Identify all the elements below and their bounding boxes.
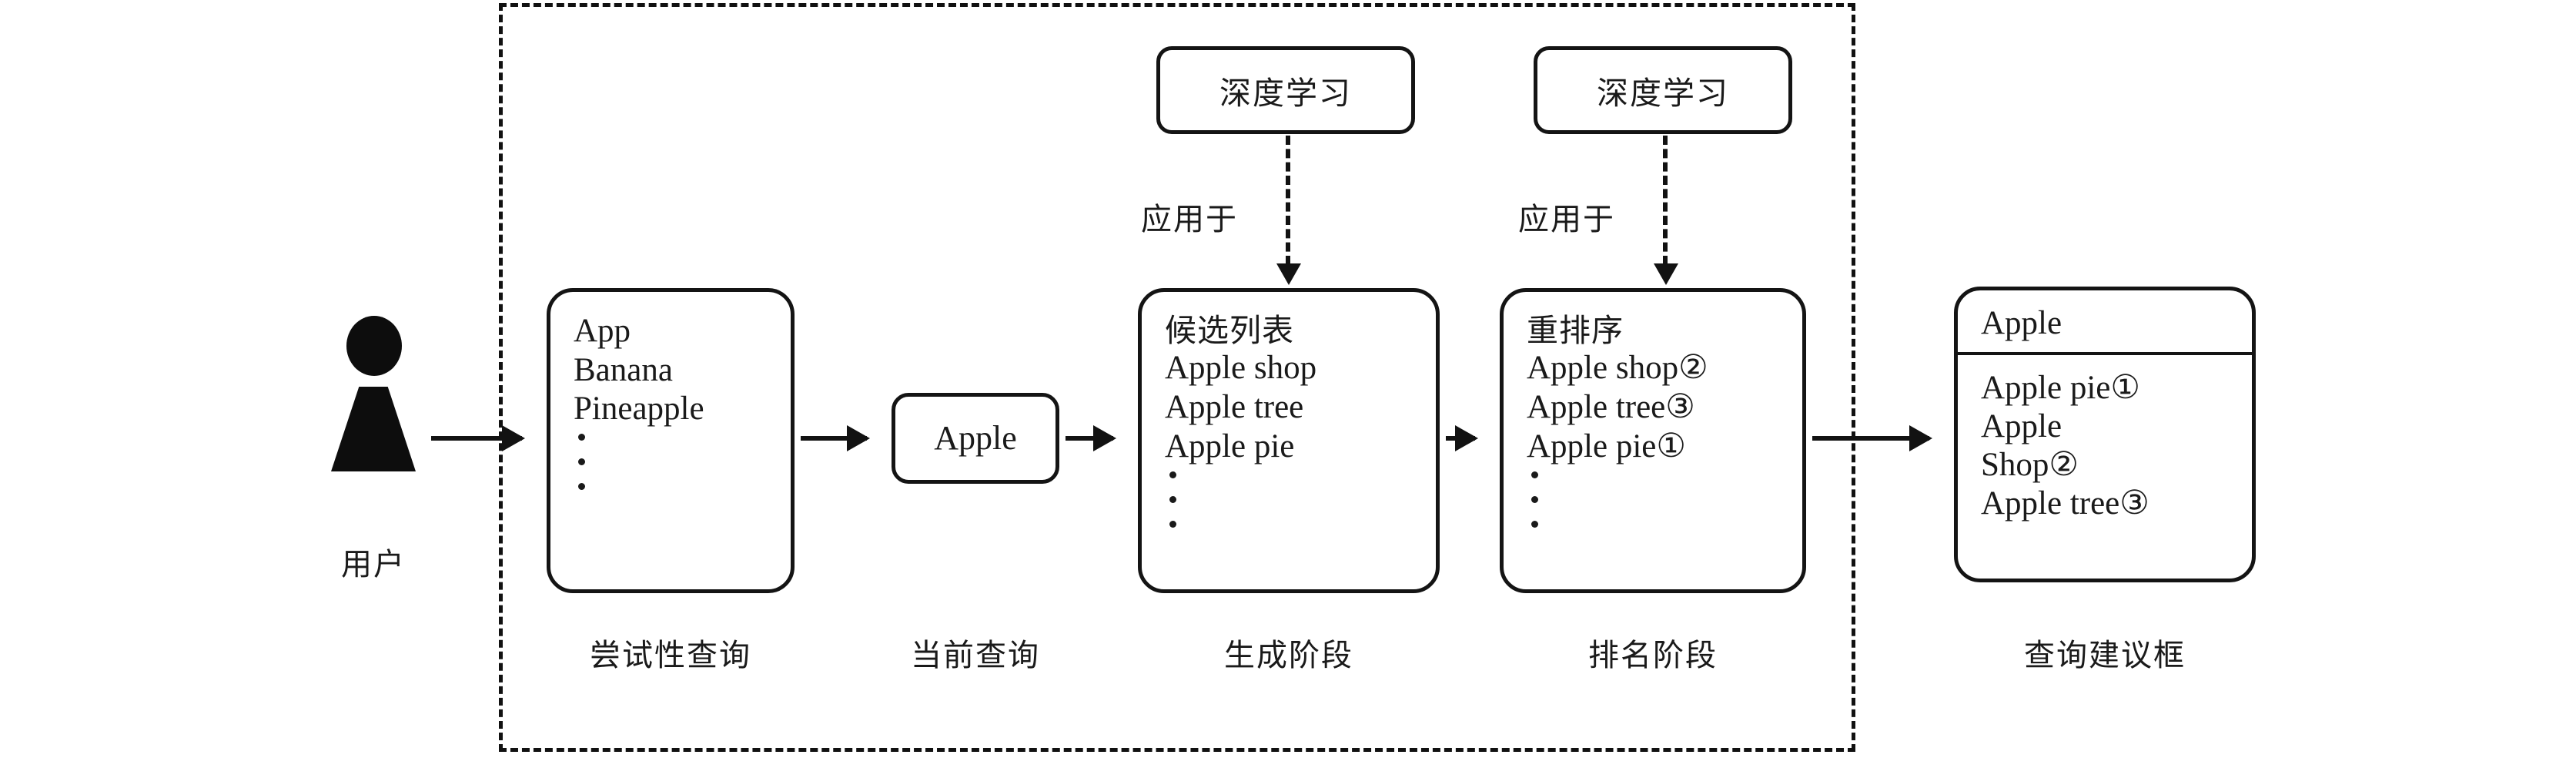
tentative-query-item: Banana xyxy=(574,351,673,388)
tentative-query-box: App Banana Pineapple xyxy=(547,288,795,593)
caption-suggestion-box: 查询建议框 xyxy=(2024,638,2186,672)
ranked-item: Apple shop② xyxy=(1527,350,1708,387)
dashed-arrow-deep-learning-to-generation-stage xyxy=(1276,136,1301,285)
ranked-item: Apple tree③ xyxy=(1527,389,1695,426)
applied-to-label-ranking: 应用于 xyxy=(1518,202,1615,236)
arrow-current-query-to-generation-stage xyxy=(1066,425,1116,451)
current-query-value: Apple xyxy=(934,419,1017,458)
generation-stage-box: 候选列表 Apple shop Apple tree Apple pie xyxy=(1138,288,1440,593)
candidate-item: Apple shop xyxy=(1165,350,1317,387)
user-body-shape xyxy=(331,387,416,471)
applied-to-label-generation: 应用于 xyxy=(1141,202,1238,236)
suggestion-box-divider xyxy=(1958,351,2252,355)
user-head-shape xyxy=(346,316,402,376)
suggestion-item[interactable]: Apple xyxy=(1981,408,2062,444)
user-person-icon xyxy=(331,316,416,471)
suggestion-item[interactable]: Shop② xyxy=(1981,446,2079,483)
query-suggestion-box[interactable]: Apple Apple pie① Apple Shop② Apple tree③ xyxy=(1954,287,2256,582)
caption-current-query: 当前查询 xyxy=(911,638,1040,672)
system-boundary-dashed-frame xyxy=(499,3,1855,752)
arrow-ranking-stage-to-suggestion-box xyxy=(1812,425,1932,451)
suggestion-item[interactable]: Apple tree③ xyxy=(1981,485,2149,522)
ranking-stage-box: 重排序 Apple shop② Apple tree③ Apple pie① xyxy=(1500,288,1806,593)
dashed-arrow-deep-learning-to-ranking-stage xyxy=(1654,136,1678,285)
tentative-query-item: App xyxy=(574,313,631,349)
suggestion-item[interactable]: Apple pie① xyxy=(1981,369,2140,406)
rerank-heading: 重排序 xyxy=(1527,313,1624,348)
vertical-ellipsis-icon xyxy=(578,434,791,491)
arrow-tentative-query-to-current-query xyxy=(801,425,870,451)
suggestion-box-list: Apple pie① Apple Shop② Apple tree③ xyxy=(1958,355,2252,523)
caption-generation-stage: 生成阶段 xyxy=(1224,638,1353,672)
vertical-ellipsis-icon xyxy=(1531,471,1802,528)
candidate-list-heading: 候选列表 xyxy=(1165,313,1294,348)
suggestion-box-search-value[interactable]: Apple xyxy=(1981,305,2062,341)
current-query-box: Apple xyxy=(892,393,1059,484)
candidate-item: Apple tree xyxy=(1165,389,1304,426)
tentative-query-content: App Banana Pineapple xyxy=(550,292,791,491)
candidate-item: Apple pie xyxy=(1165,428,1295,465)
arrow-generation-stage-to-ranking-stage xyxy=(1446,425,1478,451)
ranking-stage-content: 重排序 Apple shop② Apple tree③ Apple pie① xyxy=(1504,292,1802,528)
ranked-item: Apple pie① xyxy=(1527,428,1686,465)
caption-ranking-stage: 排名阶段 xyxy=(1588,638,1718,672)
tentative-query-item: Pineapple xyxy=(574,391,704,428)
deep-learning-box-ranking: 深度学习 xyxy=(1534,46,1792,134)
user-label: 用户 xyxy=(341,547,406,582)
generation-stage-content: 候选列表 Apple shop Apple tree Apple pie xyxy=(1142,292,1436,528)
deep-learning-box-generation: 深度学习 xyxy=(1156,46,1415,134)
arrow-user-to-tentative-query xyxy=(431,425,525,451)
caption-tentative-query: 尝试性查询 xyxy=(590,638,751,672)
vertical-ellipsis-icon xyxy=(1169,471,1436,528)
